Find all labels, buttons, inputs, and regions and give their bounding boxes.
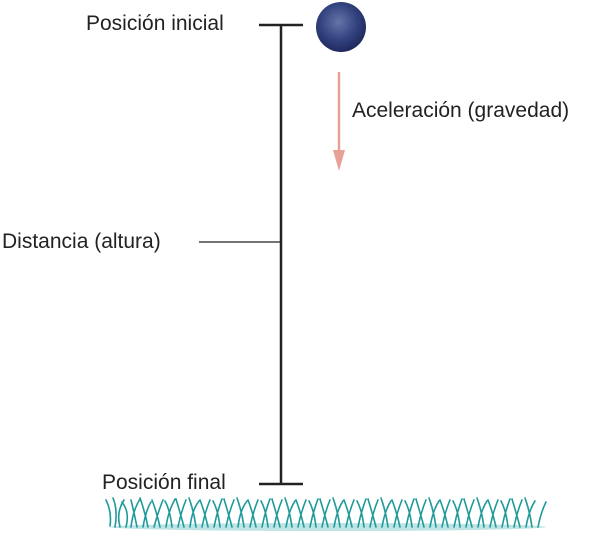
grass-icon <box>105 497 547 531</box>
final-position-label: Posición final <box>102 471 226 494</box>
acceleration-label: Aceleración (gravedad) <box>352 99 570 122</box>
acceleration-arrow-icon <box>333 72 345 171</box>
height-bracket <box>259 23 303 486</box>
initial-position-label: Posición inicial <box>86 12 224 35</box>
ball-icon <box>316 2 366 52</box>
distance-label: Distancia (altura) <box>2 230 161 253</box>
